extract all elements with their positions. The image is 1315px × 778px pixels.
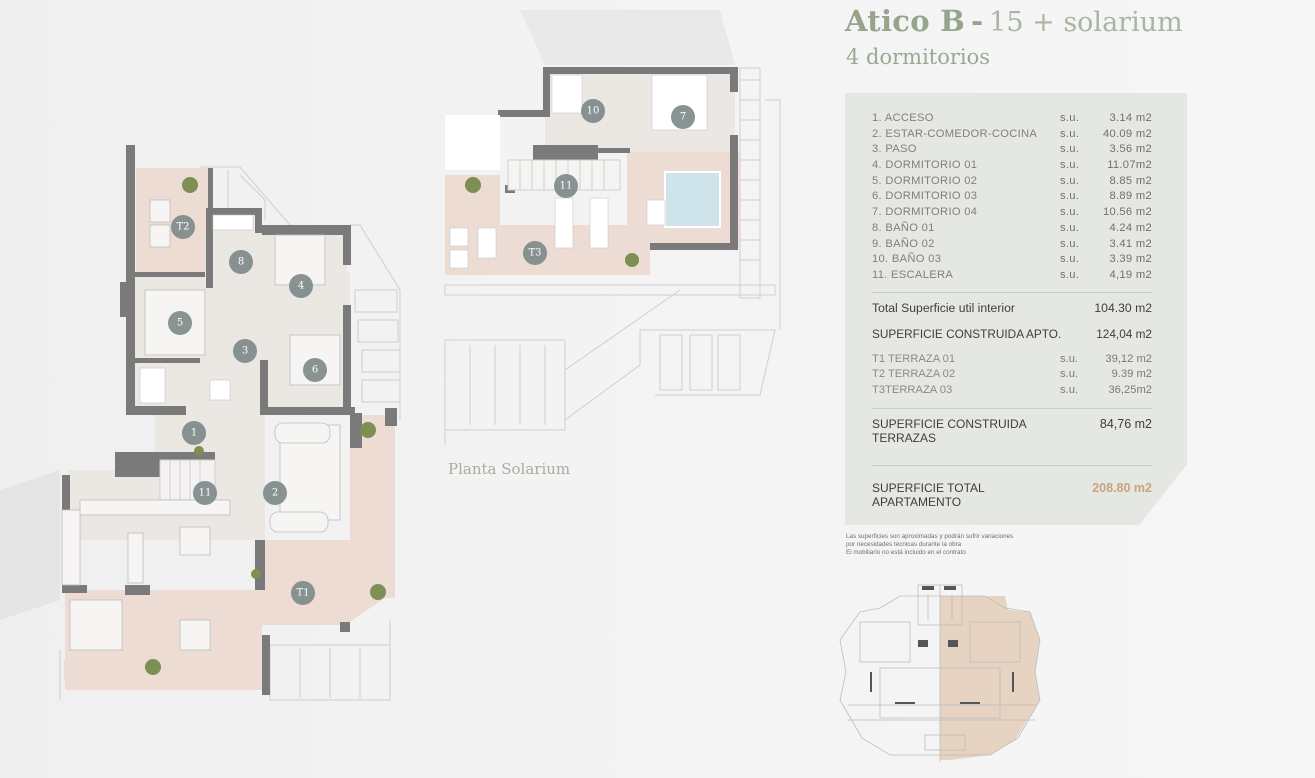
divider — [872, 408, 1152, 410]
room-markers-main: T2 8 4 5 3 6 1 11 2 T1 — [168, 215, 327, 605]
svg-text:T3: T3 — [528, 248, 541, 259]
key-plan — [839, 584, 1041, 762]
title-floor: 15 + solarium — [989, 7, 1183, 38]
svg-text:10: 10 — [587, 106, 600, 117]
pool — [664, 171, 721, 228]
marker-6: 6 — [303, 358, 327, 382]
svg-text:4: 4 — [298, 281, 304, 292]
svg-text:1: 1 — [191, 428, 197, 439]
marker-10: 10 — [581, 99, 605, 123]
marker-1: 1 — [182, 421, 206, 445]
total-interior-row: Total Superficie util interior 104.30 m2 — [872, 300, 1152, 315]
room-markers-solarium: 10 7 11 T3 — [523, 99, 695, 265]
terrace-t1-floor — [65, 415, 395, 690]
title-separator: - — [971, 4, 984, 38]
svg-text:6: 6 — [312, 365, 318, 376]
solarium-walls — [498, 67, 738, 250]
plants — [145, 177, 386, 675]
built-apartment-row: SUPERFICIE CONSTRUIDA APTO. 124,04 m2 — [872, 326, 1152, 341]
solarium-exterior-lines — [444, 67, 781, 445]
solarium-plan-label: Planta Solarium — [448, 460, 571, 478]
marker-3: 3 — [233, 339, 257, 363]
page-subtitle: 4 dormitorios — [846, 45, 991, 69]
marker-t3: T3 — [523, 241, 547, 265]
built-terraces-row: SUPERFICIE CONSTRUIDA TERRAZAS 84,76 m2 — [872, 417, 1152, 446]
marker-4: 4 — [289, 274, 313, 298]
marker-t1: T1 — [291, 581, 315, 605]
marker-11-solarium: 11 — [554, 174, 578, 198]
svg-text:5: 5 — [177, 318, 183, 329]
svg-text:T1: T1 — [296, 588, 309, 599]
svg-text:8: 8 — [238, 257, 244, 268]
marker-8: 8 — [229, 250, 253, 274]
marker-2: 2 — [263, 481, 287, 505]
disclaimer-note: Las superficies son aproximadas y podrán… — [846, 533, 1014, 556]
marker-7: 7 — [671, 105, 695, 129]
svg-text:7: 7 — [680, 112, 686, 123]
svg-text:2: 2 — [272, 488, 278, 499]
total-apartment-row: SUPERFICIE TOTAL APARTAMENTO 208.80 m2 — [872, 481, 1152, 510]
title-unit: Atico B — [845, 4, 966, 38]
page-title: Atico B-15 + solarium — [845, 4, 1183, 38]
divider — [872, 465, 1152, 467]
svg-text:3: 3 — [242, 346, 248, 357]
svg-text:11: 11 — [560, 181, 573, 192]
svg-text:11: 11 — [199, 488, 212, 499]
main-floor-plan: T2 8 4 5 3 6 1 11 2 T1 — [0, 145, 401, 701]
marker-11: 11 — [193, 481, 217, 505]
marker-5: 5 — [168, 311, 192, 335]
marker-t2: T2 — [171, 215, 195, 239]
total-apartment-value: 208.80 m2 — [1092, 481, 1152, 496]
solarium-plan: 10 7 11 T3 — [444, 10, 781, 445]
divider — [872, 291, 1152, 293]
svg-text:T2: T2 — [176, 222, 189, 233]
